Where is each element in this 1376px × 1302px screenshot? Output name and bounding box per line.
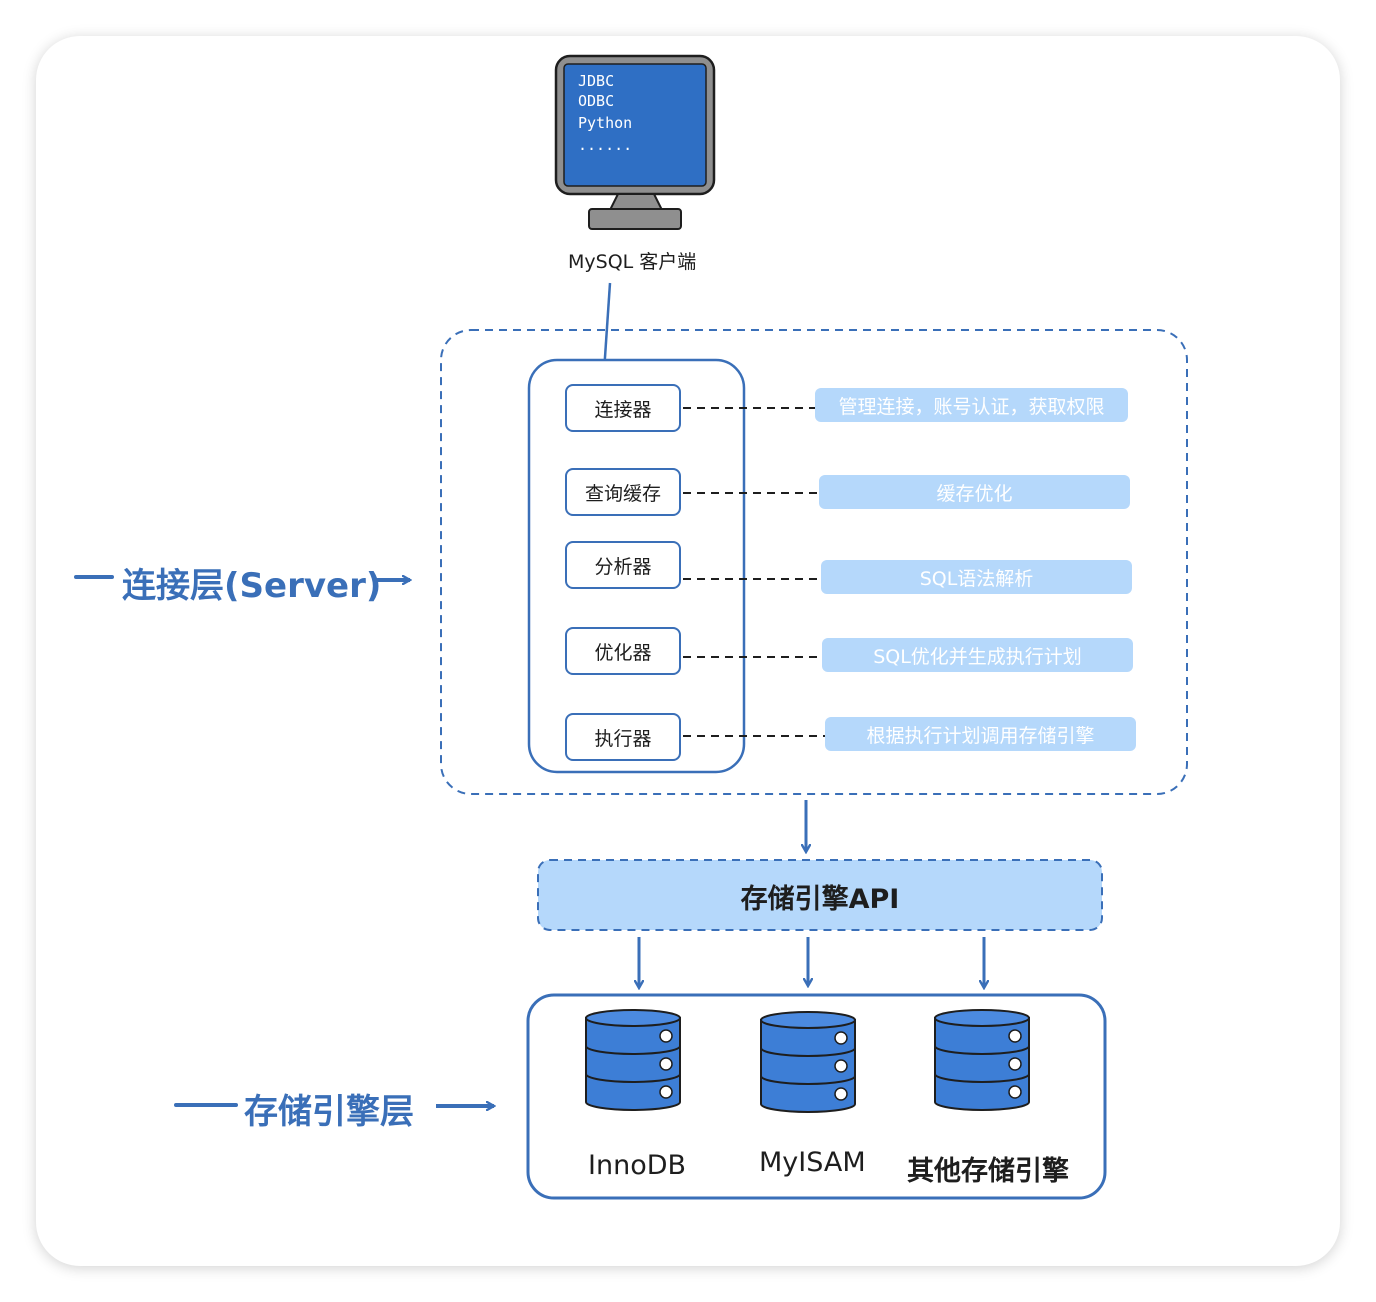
- screen-line-ellipsis: ......: [578, 136, 633, 154]
- client-caption: MySQL 客户端: [568, 251, 697, 273]
- storage-api-label: 存储引擎API: [740, 884, 900, 915]
- engine-label-other: 其他存储引擎: [907, 1156, 1069, 1187]
- engine-label-innodb: InnoDB: [588, 1150, 687, 1181]
- storage-api-box: [537, 859, 1103, 931]
- desc-analyzer: SQL语法解析: [821, 560, 1132, 594]
- storage-layer-label: 存储引擎层: [244, 1092, 414, 1132]
- module-executor: 执行器: [565, 713, 681, 761]
- other-engine-database-icon: [934, 1009, 1030, 1111]
- myisam-database-icon: [760, 1011, 856, 1113]
- desc-optimizer: SQL优化并生成执行计划: [822, 638, 1133, 672]
- monitor-icon: [554, 54, 716, 230]
- module-query-cache: 查询缓存: [565, 468, 681, 516]
- desc-connector: 管理连接，账号认证，获取权限: [815, 388, 1128, 422]
- module-connector-lines: [683, 407, 825, 737]
- module-optimizer: 优化器: [565, 627, 681, 675]
- engine-label-myisam: MyISAM: [759, 1147, 866, 1178]
- server-layer-label: 连接层(Server): [122, 566, 382, 606]
- screen-line-odbc: ODBC: [578, 92, 615, 110]
- screen-line-jdbc: JDBC: [578, 72, 615, 90]
- desc-query-cache: 缓存优化: [819, 475, 1130, 509]
- innodb-database-icon: [585, 1009, 681, 1111]
- module-analyzer: 分析器: [565, 541, 681, 589]
- client-to-server-arrow: [604, 282, 612, 372]
- module-connector: 连接器: [565, 384, 681, 432]
- desc-executor: 根据执行计划调用存储引擎: [825, 717, 1136, 751]
- screen-line-python: Python: [578, 114, 633, 132]
- server-layer-boundary: [440, 329, 1188, 795]
